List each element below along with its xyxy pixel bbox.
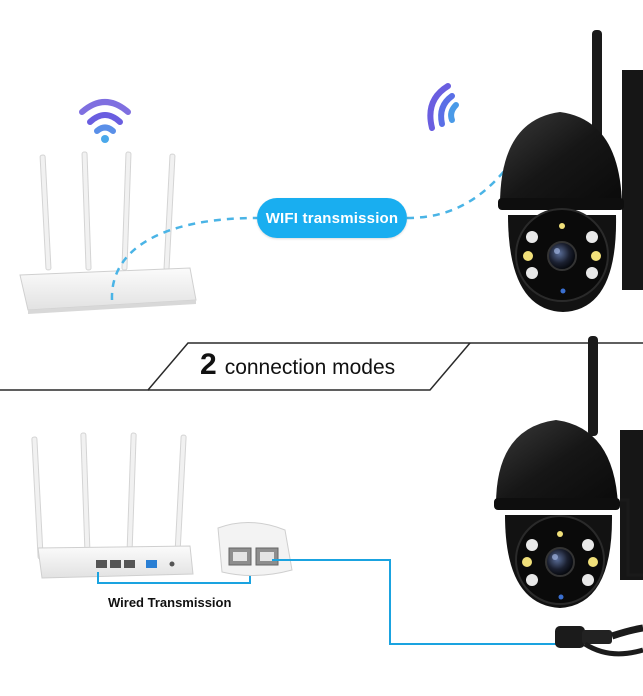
wired-cable xyxy=(272,559,560,645)
banner-lines xyxy=(0,342,643,391)
rj45-connector xyxy=(217,521,293,577)
router-bottom xyxy=(31,432,194,579)
router-top xyxy=(19,151,197,314)
modes-label: connection modes xyxy=(224,356,396,379)
wifi-transmission-label: WIFI transmission xyxy=(257,198,407,238)
wired-transmission-label: Wired Transmission xyxy=(108,595,232,610)
camera-top xyxy=(498,30,643,312)
wired-bracket xyxy=(97,572,251,584)
wifi-icon-router xyxy=(79,99,131,143)
camera-bottom xyxy=(494,336,643,657)
connection-modes-heading: 2 connection modes xyxy=(200,348,395,388)
wifi-dashed-link xyxy=(110,169,506,301)
modes-number: 2 xyxy=(200,348,217,381)
wifi-icon-camera xyxy=(427,83,459,131)
